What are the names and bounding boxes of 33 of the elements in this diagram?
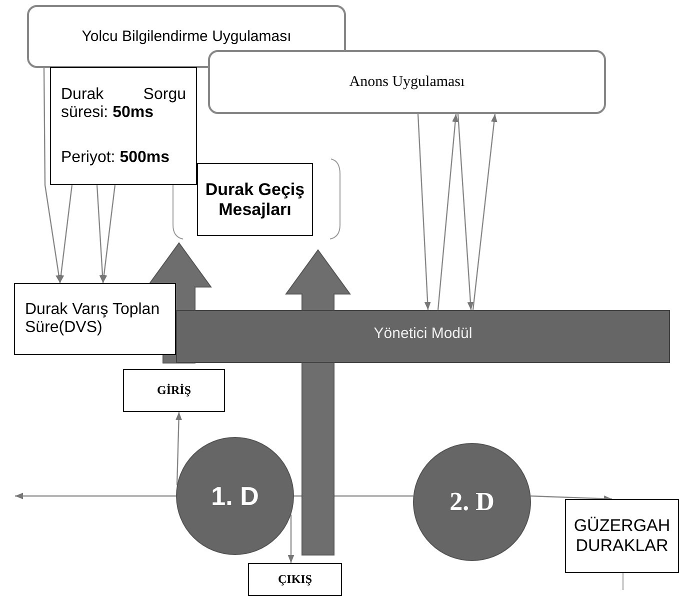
arrow (530, 495, 612, 502)
note-box (50, 67, 197, 185)
arrow (288, 514, 294, 563)
arrow (457, 114, 474, 310)
arrow (472, 114, 498, 310)
box-title: Durak Geçiş Mesajları (204, 180, 306, 220)
arrow (58, 184, 73, 284)
box-label: ÇIKIŞ (278, 572, 312, 587)
label-box (565, 499, 679, 573)
label-box (123, 369, 225, 412)
box-label: GİRİŞ (156, 383, 191, 398)
note-text: Durak Varış Toplan Süre(DVS) (25, 301, 161, 337)
note-text: Periyot: 500ms (61, 148, 171, 166)
note-box (14, 283, 176, 355)
arrow (43, 68, 62, 284)
box-title: Yolcu Bilgilendirme Uygulaması (82, 28, 292, 45)
module-bar (176, 310, 670, 363)
box-label: GÜZERGAH DURAKLAR (572, 516, 672, 556)
stop-label: 2. D (450, 487, 494, 517)
arrow (96, 184, 106, 284)
arrow (417, 114, 431, 310)
block-arrow (285, 249, 351, 556)
note-text: Durak Sorgu süresi: 50ms (61, 86, 186, 122)
stop-label: 1. D (211, 480, 259, 512)
label-box (248, 563, 342, 596)
application-box (208, 50, 606, 114)
arrow (176, 412, 182, 486)
arrow (437, 114, 458, 310)
bar-label: Yönetici Modül (374, 325, 472, 342)
arrow (100, 184, 116, 284)
message-box (197, 163, 313, 236)
box-title: Anons Uygulaması (349, 74, 465, 90)
arrow (15, 492, 176, 500)
